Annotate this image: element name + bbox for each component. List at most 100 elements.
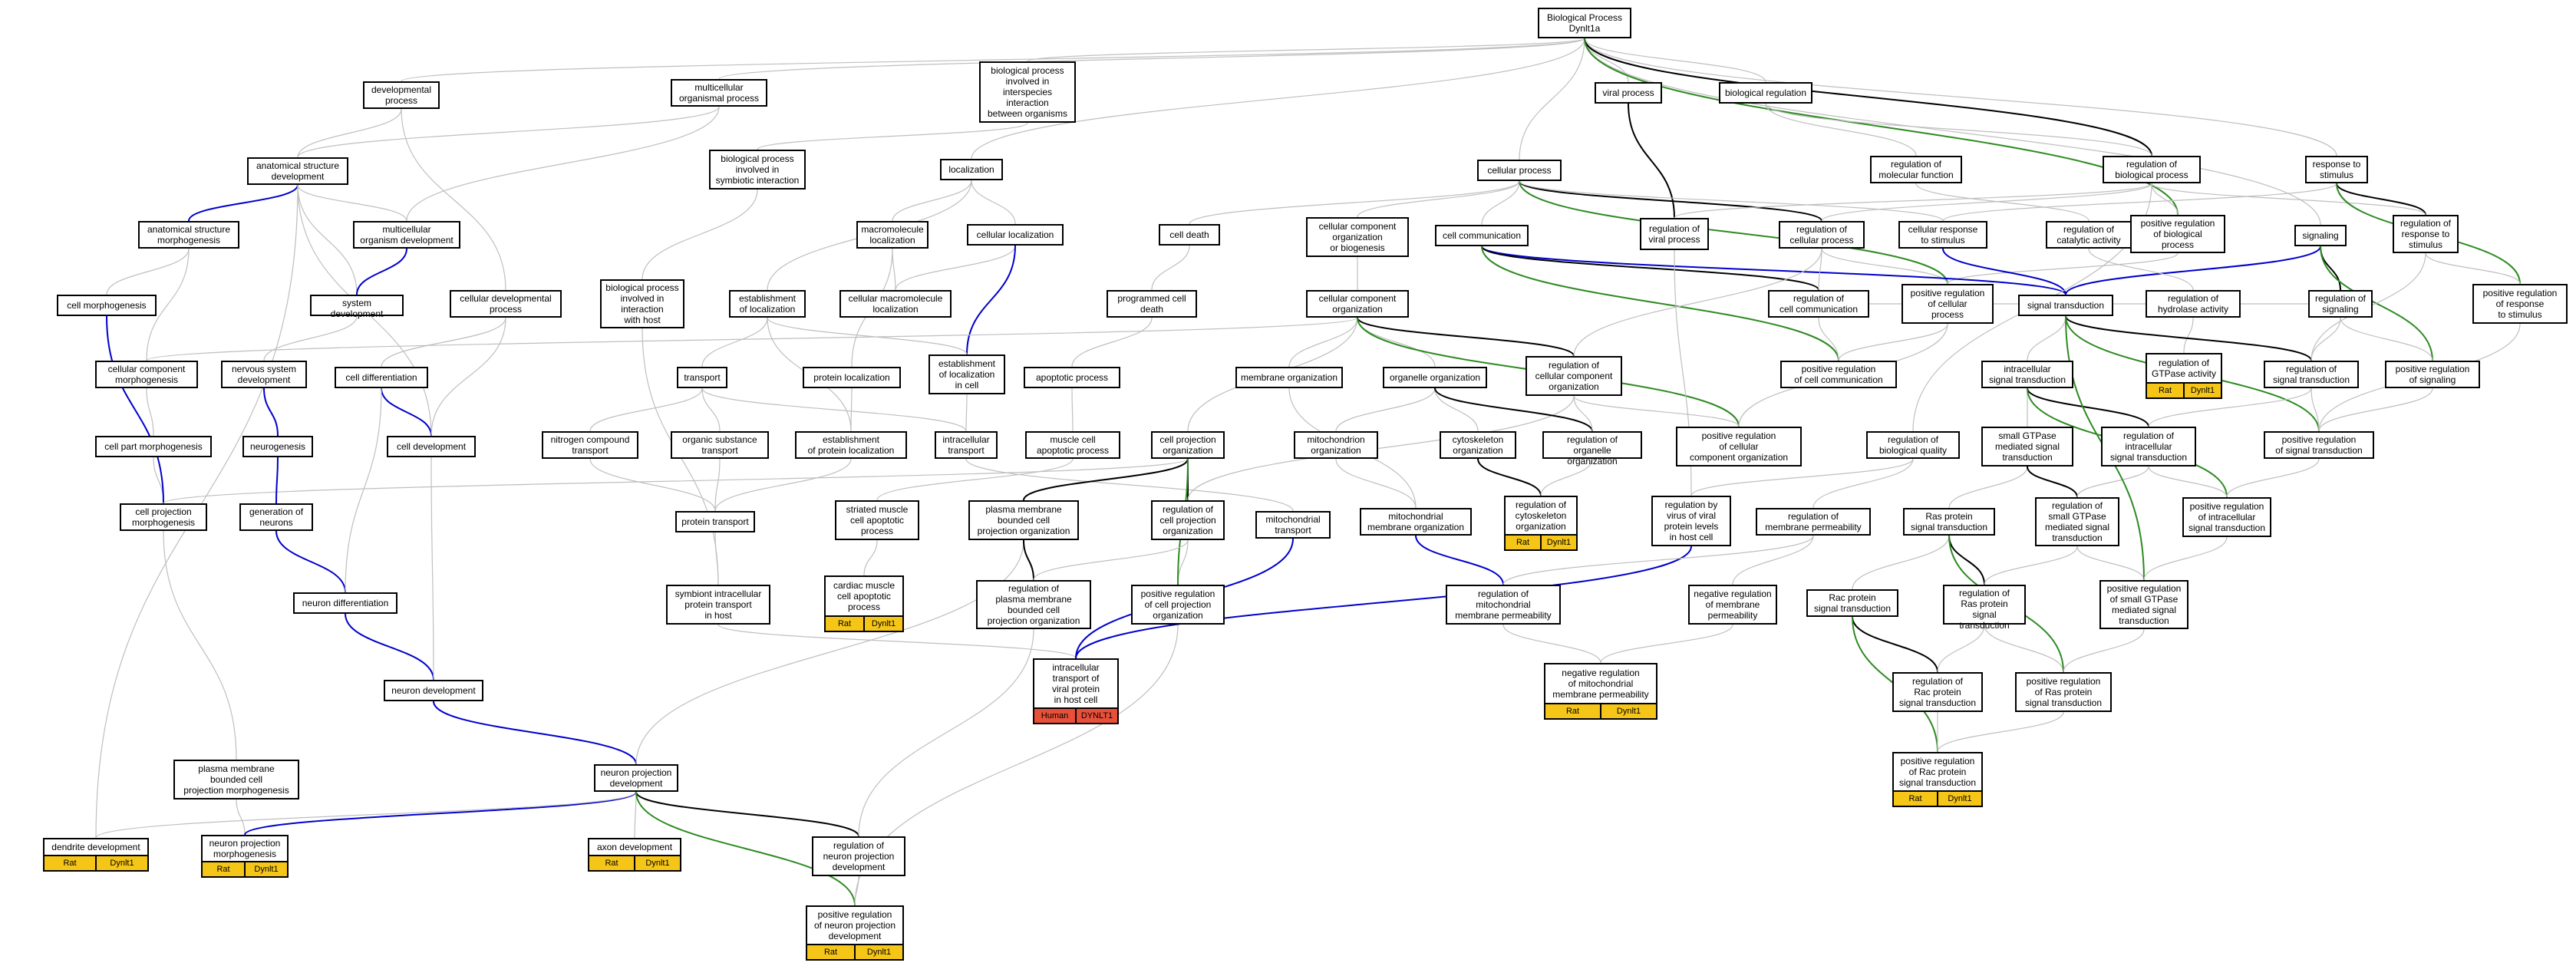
go-term-anat-morph[interactable]: anatomical structure morphogenesis: [138, 221, 239, 249]
go-term-reg-signaling[interactable]: regulation of signaling: [2308, 290, 2373, 318]
go-term-pos-reg-cell-comm[interactable]: positive regulation of cell communicatio…: [1780, 361, 1897, 388]
go-term-intra-sig[interactable]: intracellular signal transduction: [1981, 361, 2073, 388]
go-term-sys-dev[interactable]: system development: [310, 295, 404, 319]
go-term-ns-dev[interactable]: nervous system development: [221, 361, 307, 388]
go-term-pos-reg-resp[interactable]: positive regulation of response to stimu…: [2472, 284, 2568, 324]
go-term-reg-by-virus[interactable]: regulation by virus of viral protein lev…: [1651, 496, 1731, 546]
go-term-cell-proj-org[interactable]: cell projection organization: [1151, 431, 1225, 459]
go-term-reg-intra-sig[interactable]: regulation of intracellular signal trans…: [2101, 427, 2196, 467]
go-term-cc-org-bio[interactable]: cellular component organization or bioge…: [1306, 217, 1409, 257]
go-term-neurogenesis[interactable]: neurogenesis: [242, 436, 313, 457]
go-term-macro-loc[interactable]: macromolecule localization: [856, 221, 928, 249]
go-term-cell-death[interactable]: cell death: [1159, 224, 1220, 246]
go-term-pm-bounded-org[interactable]: plasma membrane bounded cell projection …: [968, 500, 1079, 540]
go-term-signaling[interactable]: signaling: [2294, 225, 2347, 246]
go-term-gen-neurons[interactable]: generation of neurons: [239, 503, 313, 531]
go-term-dev-proc[interactable]: developmental process: [363, 81, 440, 109]
go-term-pos-reg-cc-org[interactable]: positive regulation of cellular componen…: [1676, 427, 1802, 467]
go-term-small-gtpase[interactable]: small GTPase mediated signal transductio…: [1981, 427, 2073, 467]
go-term-reg-small-gtpase[interactable]: regulation of small GTPase mediated sign…: [2035, 497, 2119, 546]
go-term-localization[interactable]: localization: [940, 159, 1003, 180]
go-term-prog-death[interactable]: programmed cell death: [1107, 290, 1197, 318]
go-term-pos-reg-rac-sig[interactable]: positive regulation of Rac protein signa…: [1892, 752, 1983, 807]
go-term-cell-loc[interactable]: cellular localization: [967, 224, 1064, 246]
go-term-reg-cat[interactable]: regulation of catalytic activity: [2046, 221, 2132, 249]
go-term-cyto-org[interactable]: cytoskeleton organization: [1440, 431, 1516, 459]
go-term-reg-cell-proc[interactable]: regulation of cellular process: [1779, 221, 1865, 249]
go-term-rac-sig[interactable]: Rac protein signal transduction: [1806, 589, 1898, 617]
go-term-estab-loc-cell[interactable]: establishment of localization in cell: [928, 354, 1005, 394]
go-term-estab-prot-loc[interactable]: establishment of protein localization: [795, 431, 907, 459]
go-term-bp-host[interactable]: biological process involved in interacti…: [600, 279, 684, 328]
go-term-organelle-org[interactable]: organelle organization: [1383, 367, 1487, 388]
go-term-cell-dev-proc[interactable]: cellular developmental process: [450, 290, 562, 318]
go-term-cell-diff[interactable]: cell differentiation: [335, 367, 428, 388]
go-term-symb-intra-prot[interactable]: symbiont intracellular protein transport…: [666, 585, 770, 625]
go-term-reg-neuron-proj-dev[interactable]: regulation of neuron projection developm…: [812, 836, 905, 876]
go-term-pos-reg-ras-sig[interactable]: positive regulation of Ras protein signa…: [2015, 672, 2112, 712]
go-term-bp-symb[interactable]: biological process involved in symbiotic…: [709, 150, 806, 190]
go-term-multi-org[interactable]: multicellular organismal process: [671, 79, 767, 107]
go-term-pos-reg-cell-proj-org[interactable]: positive regulation of cell projection o…: [1131, 585, 1225, 625]
go-term-reg-cc-org[interactable]: regulation of cellular component organiz…: [1525, 356, 1622, 396]
go-term-reg-cell-proj-org[interactable]: regulation of cell projection organizati…: [1151, 500, 1225, 540]
go-term-cc-morph[interactable]: cellular component morphogenesis: [95, 361, 198, 388]
go-term-reg-hydro[interactable]: regulation of hydrolase activity: [2146, 290, 2241, 318]
go-term-membrane-org[interactable]: membrane organization: [1235, 367, 1343, 388]
go-term-reg-bio-qual[interactable]: regulation of biological quality: [1866, 431, 1960, 459]
go-term-reg-cell-comm[interactable]: regulation of cell communication: [1768, 290, 1869, 318]
go-term-bp-interspecies[interactable]: biological process involved in interspec…: [979, 61, 1076, 123]
go-term-cell-resp[interactable]: cellular response to stimulus: [1898, 221, 1987, 249]
go-term-mito-mem-org[interactable]: mitochondrial membrane organization: [1360, 508, 1472, 536]
go-term-pos-reg-sig-trans[interactable]: positive regulation of signal transducti…: [2264, 431, 2374, 459]
go-term-ras-sig[interactable]: Ras protein signal transduction: [1903, 508, 1995, 536]
go-term-resp-stim[interactable]: response to stimulus: [2305, 156, 2368, 183]
go-term-pos-reg-small-gtpase[interactable]: positive regulation of small GTPase medi…: [2099, 580, 2188, 629]
go-term-cell-devt[interactable]: cell development: [387, 436, 476, 457]
go-term-bio-reg[interactable]: biological regulation: [1719, 82, 1812, 104]
go-term-intra-trans[interactable]: intracellular transport: [935, 431, 998, 459]
go-term-mito-trans[interactable]: mitochondrial transport: [1255, 511, 1331, 539]
go-term-root[interactable]: Biological Process Dynlt1a: [1538, 8, 1631, 38]
go-term-cell-proc[interactable]: cellular process: [1477, 160, 1562, 181]
go-term-cell-part-morph[interactable]: cell part morphogenesis: [95, 436, 212, 457]
go-term-reg-viral[interactable]: regulation of viral process: [1640, 218, 1709, 250]
go-term-pos-reg-cell-proc[interactable]: positive regulation of cellular process: [1901, 284, 1994, 324]
go-term-reg-pm-bounded[interactable]: regulation of plasma membrane bounded ce…: [976, 580, 1091, 629]
go-term-reg-ras-sig[interactable]: regulation of Ras protein signal transdu…: [1943, 585, 2026, 631]
go-term-mito-org[interactable]: mitochondrion organization: [1294, 431, 1378, 459]
go-term-pm-bounded-morph[interactable]: plasma membrane bounded cell projection …: [173, 760, 299, 800]
go-term-reg-mem-perm[interactable]: regulation of membrane permeability: [1756, 508, 1871, 536]
go-term-sig-trans[interactable]: signal transduction: [2018, 295, 2113, 316]
go-term-reg-mol[interactable]: regulation of molecular function: [1870, 156, 1962, 183]
go-term-neg-reg-mem-perm[interactable]: negative regulation of membrane permeabi…: [1688, 585, 1777, 625]
go-term-cell-comm[interactable]: cell communication: [1435, 225, 1529, 246]
go-term-estab-loc[interactable]: establishment of localization: [729, 290, 806, 318]
go-term-apoptotic[interactable]: apoptotic process: [1024, 367, 1120, 388]
go-term-prot-loc[interactable]: protein localization: [803, 367, 901, 388]
go-term-cell-proj-morph[interactable]: cell projection morphogenesis: [120, 503, 207, 531]
go-term-cc-org[interactable]: cellular component organization: [1306, 290, 1409, 318]
go-term-neuron-diff[interactable]: neuron differentiation: [293, 592, 397, 614]
go-term-reg-rac-sig[interactable]: regulation of Rac protein signal transdu…: [1892, 672, 1983, 712]
go-term-intra-viral[interactable]: intracellular transport of viral protein…: [1033, 658, 1119, 724]
go-term-cell-macro-loc[interactable]: cellular macromolecule localization: [839, 290, 952, 318]
go-term-pos-reg-bio[interactable]: positive regulation of biological proces…: [2130, 215, 2225, 253]
go-term-neuron-proj-dev[interactable]: neuron projection development: [594, 764, 678, 792]
go-term-prot-trans[interactable]: protein transport: [675, 511, 755, 532]
go-term-reg-bio[interactable]: regulation of biological process: [2103, 156, 2201, 183]
go-term-cell-morph[interactable]: cell morphogenesis: [57, 295, 157, 316]
go-term-muscle-apop[interactable]: muscle cell apoptotic process: [1025, 431, 1120, 459]
go-term-neuron-dev[interactable]: neuron development: [384, 680, 483, 701]
go-term-reg-sig-trans[interactable]: regulation of signal transduction: [2264, 361, 2359, 388]
go-term-pos-reg-intra-sig[interactable]: positive regulation of intracellular sig…: [2182, 497, 2271, 537]
go-term-org-sub[interactable]: organic substance transport: [671, 431, 769, 459]
go-term-pos-reg-signaling[interactable]: positive regulation of signaling: [2385, 361, 2480, 388]
go-term-neg-reg-mito-perm[interactable]: negative regulation of mitochondrial mem…: [1544, 663, 1657, 720]
